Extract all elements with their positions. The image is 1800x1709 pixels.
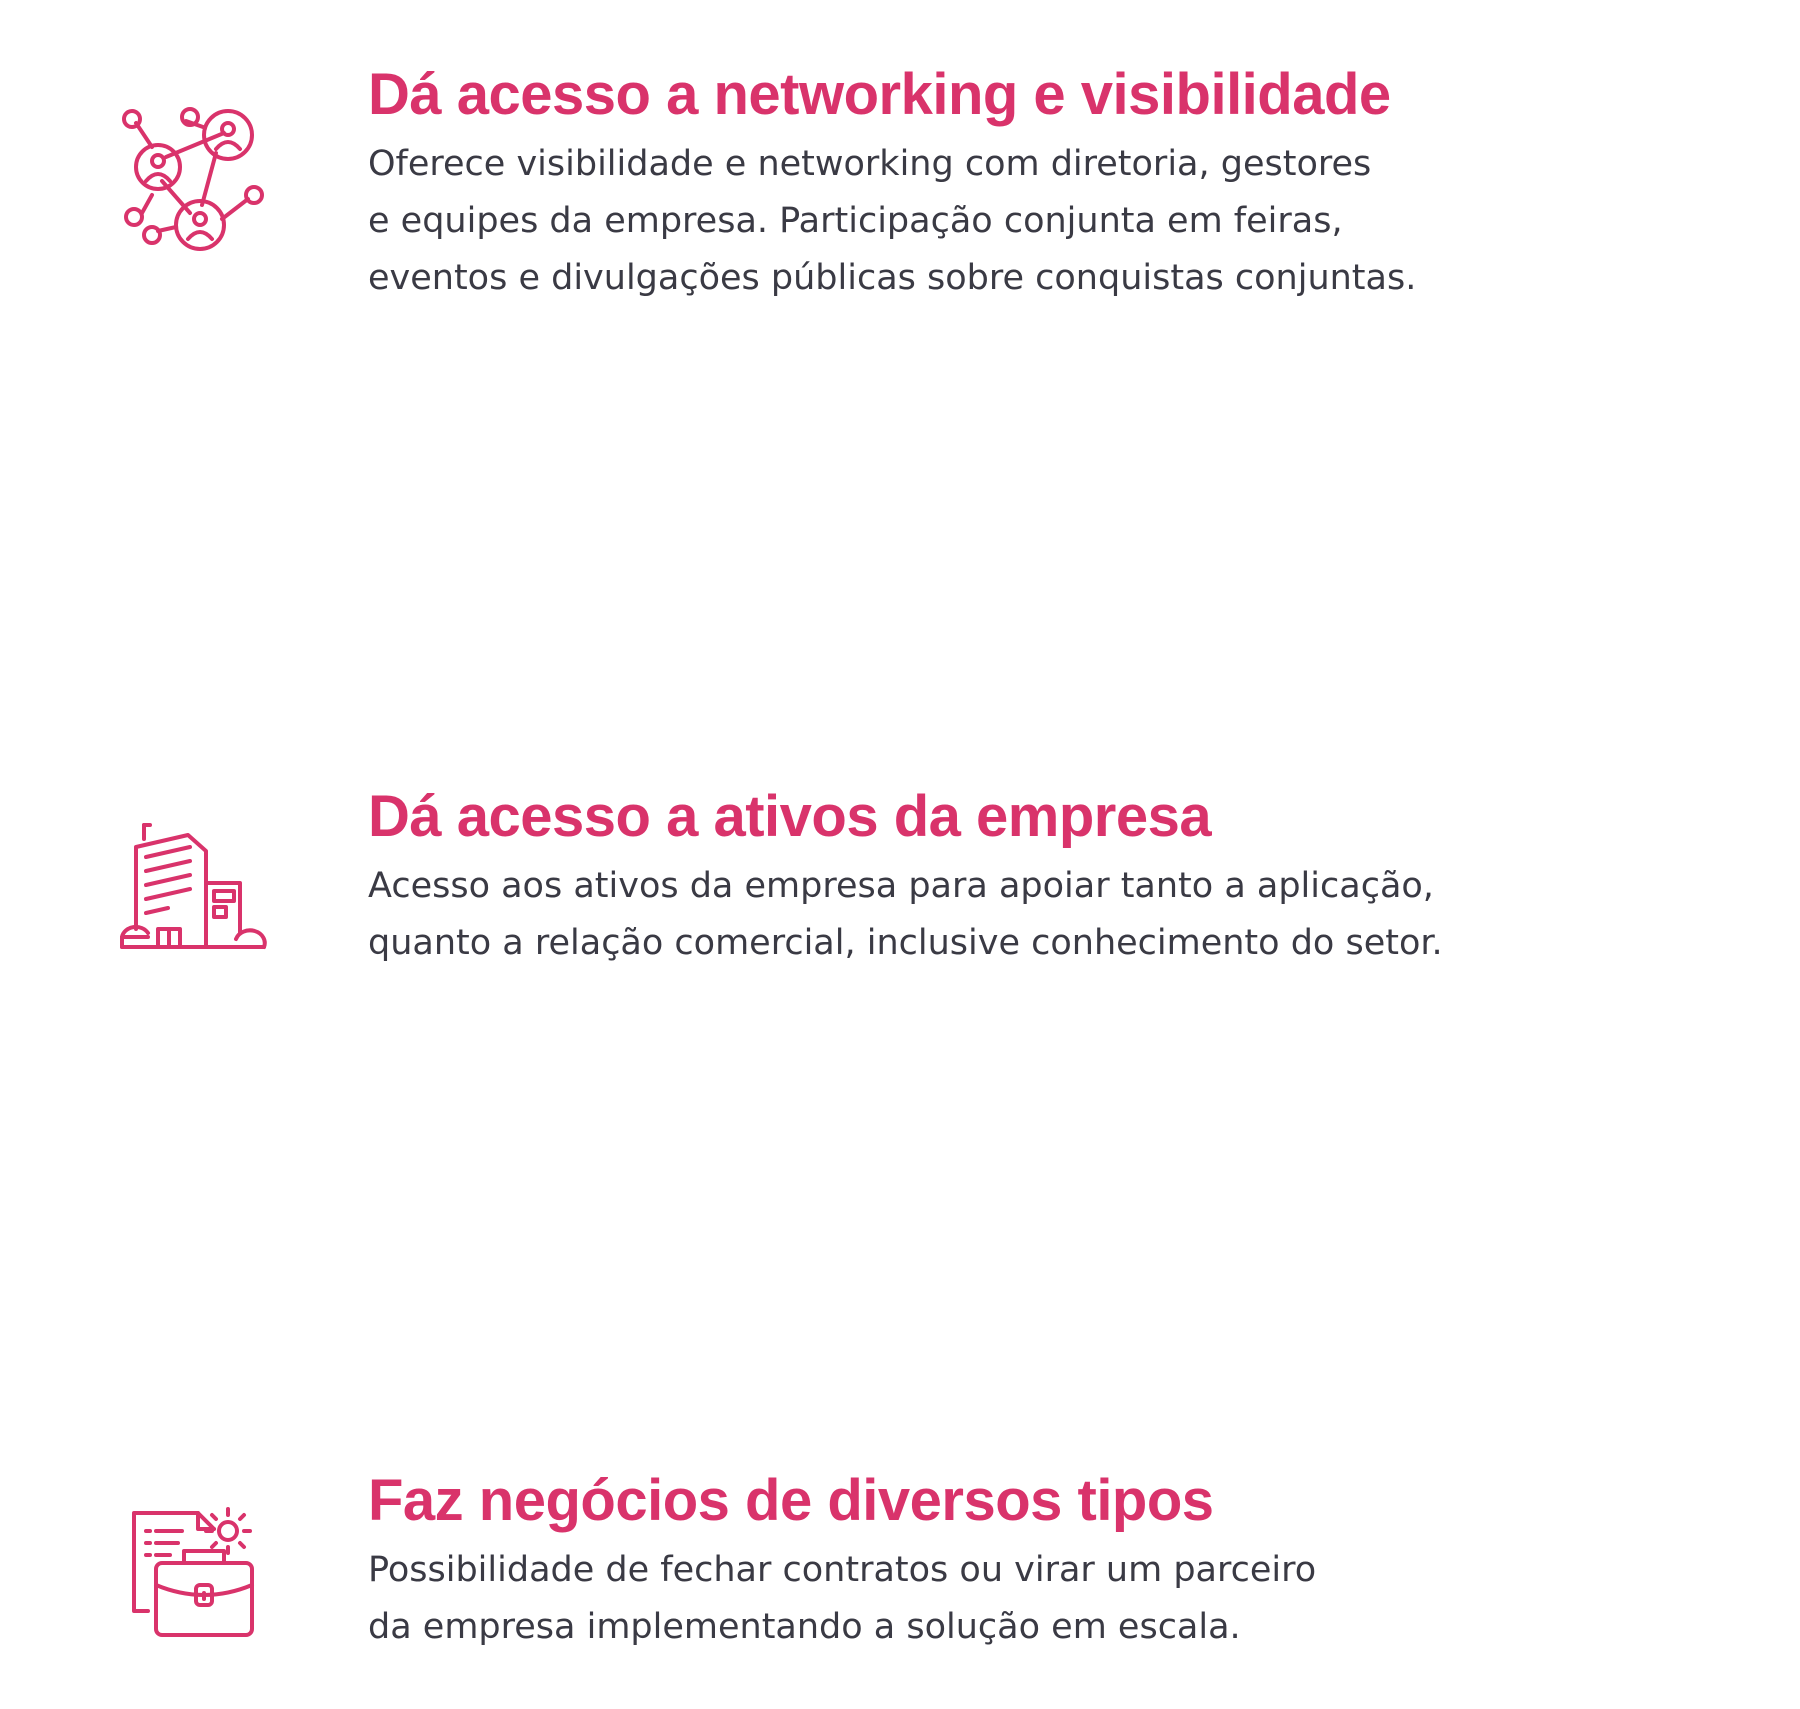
description-line: e equipes da empresa. Participação conju… [368,201,1343,241]
feature-text: Dá acesso a networking e visibilidade Of… [368,60,1668,307]
description-line: Acesso aos ativos da empresa para apoiar… [368,866,1434,906]
description-line: quanto a relação comercial, inclusive co… [368,923,1443,963]
feature-title: Faz negócios de diversos tipos [368,1468,1214,1533]
feature-title: Dá acesso a ativos da empresa [368,784,1212,849]
feature-text: Dá acesso a ativos da empresa Acesso aos… [368,782,1668,972]
feature-text: Faz negócios de diversos tipos Possibili… [368,1466,1668,1656]
description-line: da empresa implementando a solução em es… [368,1607,1241,1647]
feature-description: Possibilidade de fechar contratos ou vir… [368,1542,1668,1656]
office-building-icon [118,817,268,967]
network-people-icon [118,105,268,255]
description-line: Possibilidade de fechar contratos ou vir… [368,1550,1317,1590]
description-line: Oferece visibilidade e networking com di… [368,144,1372,184]
briefcase-document-icon [118,1501,268,1651]
feature-description: Acesso aos ativos da empresa para apoiar… [368,858,1668,972]
description-line: eventos e divulgações públicas sobre con… [368,258,1417,298]
feature-description: Oferece visibilidade e networking com di… [368,136,1668,307]
feature-title: Dá acesso a networking e visibilidade [368,62,1391,127]
